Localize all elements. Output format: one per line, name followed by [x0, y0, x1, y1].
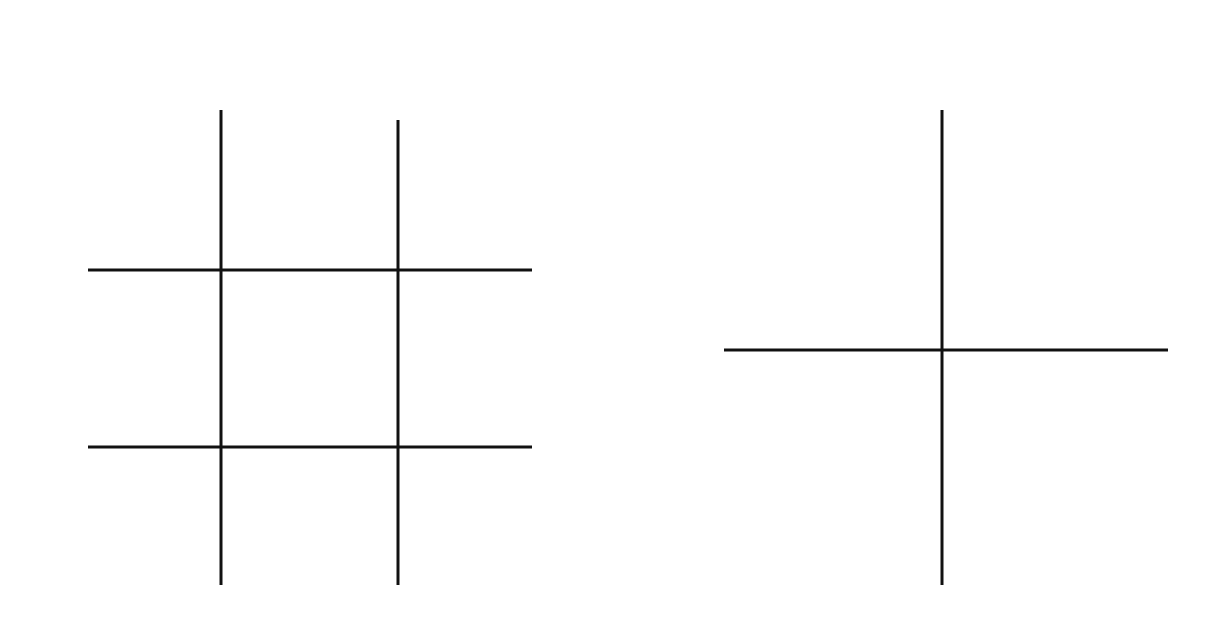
division-lines-four-quadrants — [724, 110, 1168, 585]
four-quadrant-panel — [724, 110, 1168, 585]
division-lines-nine-regions — [88, 110, 532, 585]
nine-region-panel — [88, 110, 532, 585]
